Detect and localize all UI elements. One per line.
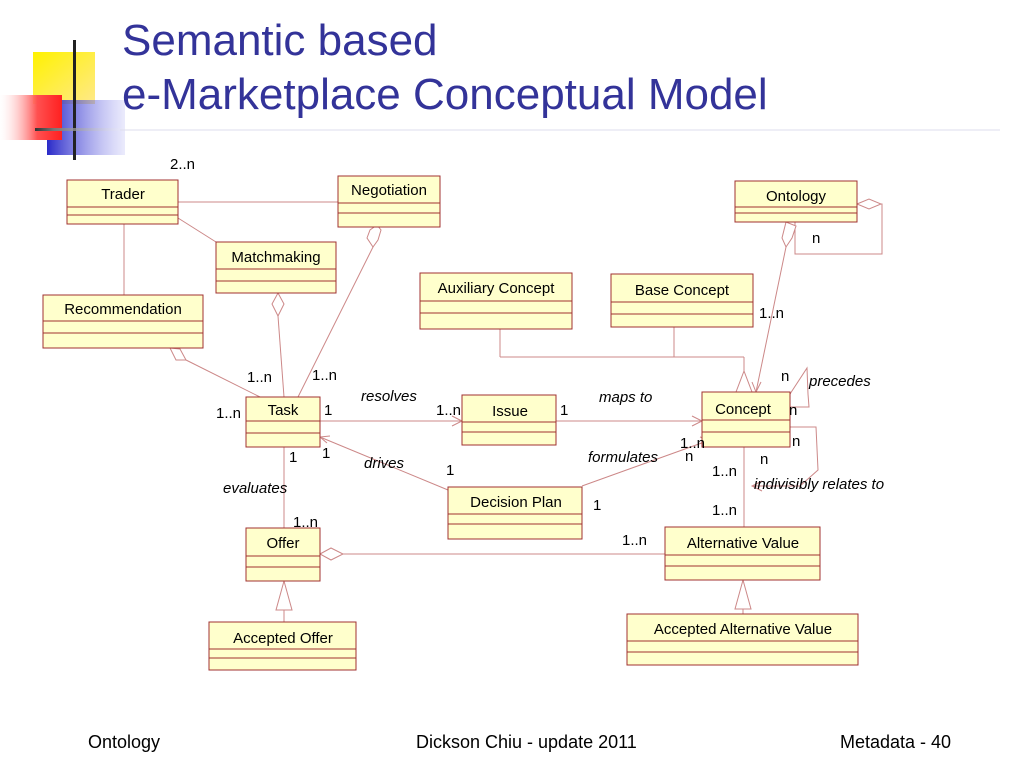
mult-issue-task: 1..n xyxy=(436,402,461,419)
title-line-1: Semantic based xyxy=(122,16,438,65)
aggregation-diamond-matchmaking xyxy=(271,291,285,318)
class-decision-plan xyxy=(447,486,583,540)
corner-decoration xyxy=(0,40,130,160)
footer-center: Dickson Chiu - update 2011 xyxy=(416,732,637,752)
class-name-accepted-alternative-value: Accepted Alternative Value xyxy=(654,621,832,638)
mult-concept-right: n xyxy=(789,402,797,419)
footer-left: Ontology xyxy=(88,732,161,752)
aggregation-diamond-recommendation xyxy=(169,347,187,361)
aggregation-diamond-ontology-self xyxy=(855,198,883,210)
class-names: Trader Negotiation Ontology Matchmaking … xyxy=(64,182,832,647)
mult-offer-task: 1..n xyxy=(293,514,318,531)
role-drives: drives xyxy=(364,455,405,472)
mult-task-negotiation: 1..n xyxy=(312,367,337,384)
slide-title: Semantic based e-Marketplace Conceptual … xyxy=(122,14,768,122)
matchmaking-task-link xyxy=(277,315,285,398)
negotiation-task-link xyxy=(297,246,374,398)
generalization-triangles xyxy=(275,369,753,611)
decision-concept-link xyxy=(581,439,711,487)
generalization-triangle-alternative xyxy=(734,578,752,610)
class-base-concept xyxy=(610,273,754,328)
role-indivisibly-relates-to: indivisibly relates to xyxy=(754,476,884,493)
aggregation-diamond-offer xyxy=(318,547,345,561)
connectors xyxy=(123,201,883,622)
mult-ontology-self: n xyxy=(812,230,820,247)
class-concept xyxy=(701,391,791,448)
mult-decision-concept: n xyxy=(685,448,693,465)
mult-base-concept: 1..n xyxy=(759,305,784,322)
mult-concept-top: n xyxy=(781,368,789,385)
multiplicity-labels: 2..n n 1..n 1..n 1..n 1..n 1 1..n 1 n n … xyxy=(170,156,820,549)
generalization-triangle-concept xyxy=(735,369,753,393)
class-name-auxiliary-concept: Auxiliary Concept xyxy=(438,280,556,297)
mult-concept-decision: 1..n xyxy=(680,435,705,452)
class-name-ontology: Ontology xyxy=(766,188,827,205)
class-name-trader: Trader xyxy=(101,186,145,203)
footer-right: Metadata - 40 xyxy=(840,732,952,752)
mult-concept-av-lower: 1..n xyxy=(712,502,737,519)
relates-arrowhead xyxy=(750,480,763,492)
mult-task-below: 1 xyxy=(289,449,297,466)
class-accepted-offer xyxy=(208,621,357,671)
concept-precedes-link xyxy=(789,366,810,408)
role-precedes: precedes xyxy=(808,373,871,390)
ontology-concept-arrowhead xyxy=(751,381,762,394)
class-task xyxy=(245,396,321,448)
aggregation-diamonds xyxy=(169,198,883,561)
mult-task-decision: 1 xyxy=(322,445,330,462)
aggregation-diamond-negotiation xyxy=(366,224,382,248)
class-name-concept: Concept xyxy=(715,401,772,418)
deco-vertical-line xyxy=(73,40,76,160)
role-labels: resolves maps to precedes drives formula… xyxy=(223,373,884,497)
mult-task-issue: 1 xyxy=(324,402,332,419)
aggregation-diamond-ontology xyxy=(781,221,797,249)
mult-concept-right-lower: n xyxy=(792,433,800,450)
class-issue xyxy=(461,394,557,446)
class-alternative-value xyxy=(664,526,821,581)
role-evaluates: evaluates xyxy=(223,480,288,497)
class-name-base-concept: Base Concept xyxy=(635,282,730,299)
class-boxes xyxy=(42,175,859,671)
deco-red-bar xyxy=(0,95,62,140)
mult-concept-below: n xyxy=(760,451,768,468)
mult-issue-concept: 1 xyxy=(560,402,568,419)
class-name-decision-plan: Decision Plan xyxy=(470,494,562,511)
mult-task-recommendation: 1..n xyxy=(247,369,272,386)
class-auxiliary-concept xyxy=(419,272,573,330)
role-maps-to: maps to xyxy=(599,389,652,406)
mult-task-left: 1..n xyxy=(216,405,241,422)
role-resolves: resolves xyxy=(361,388,417,405)
mult-trader-top: 2..n xyxy=(170,156,195,173)
class-ontology xyxy=(734,180,858,223)
class-offer xyxy=(245,527,321,582)
mult-decision-right: 1 xyxy=(593,497,601,514)
decision-task-link xyxy=(319,436,449,491)
class-name-negotiation: Negotiation xyxy=(351,182,427,199)
class-name-task: Task xyxy=(268,402,299,419)
concept-relates-link xyxy=(752,426,819,487)
class-name-matchmaking: Matchmaking xyxy=(231,249,320,266)
generalization-triangle-offer xyxy=(275,579,293,611)
class-name-offer: Offer xyxy=(266,535,299,552)
class-trader xyxy=(66,179,179,225)
recommendation-task-link xyxy=(185,359,261,398)
class-name-alternative-value: Alternative Value xyxy=(687,535,799,552)
mult-decision-task: 1 xyxy=(446,462,454,479)
class-negotiation xyxy=(337,175,441,228)
title-line-2: e-Marketplace Conceptual Model xyxy=(122,70,768,119)
class-recommendation xyxy=(42,294,204,349)
class-name-accepted-offer: Accepted Offer xyxy=(233,630,333,647)
deco-horizontal-line xyxy=(35,128,130,131)
class-accepted-alternative-value xyxy=(626,613,859,666)
role-formulates: formulates xyxy=(588,449,659,466)
mult-concept-av-upper: 1..n xyxy=(712,463,737,480)
class-name-issue: Issue xyxy=(492,403,528,420)
trader-matchmaking-link xyxy=(177,217,217,243)
class-name-recommendation: Recommendation xyxy=(64,301,182,318)
mult-av-offer: 1..n xyxy=(622,532,647,549)
class-matchmaking xyxy=(215,241,337,294)
ontology-concept-link xyxy=(755,246,787,393)
